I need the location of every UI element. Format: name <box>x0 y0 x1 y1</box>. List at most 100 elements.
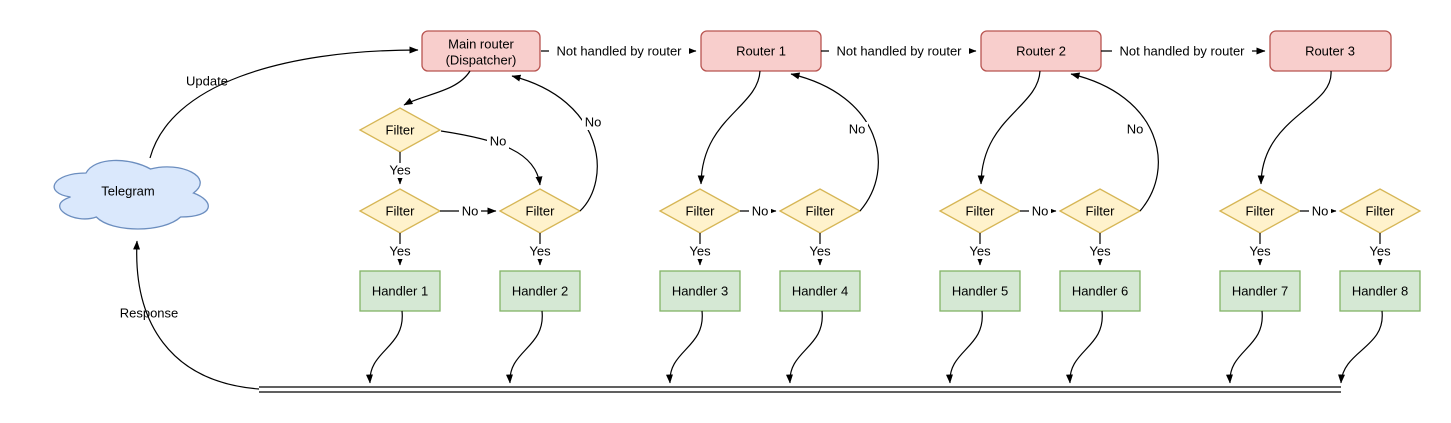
edge-labels: Update Response Not handled by router No… <box>120 43 1394 321</box>
main-router-label-line2: (Dispatcher) <box>446 53 517 68</box>
handler-box <box>779 270 861 312</box>
not-handled-label-1: Not handled by router <box>556 44 682 59</box>
filter-label: Filter <box>1246 204 1276 219</box>
filter-node-5: Filter <box>938 188 1022 234</box>
label-background <box>829 43 969 59</box>
filter-label: Filter <box>386 204 416 219</box>
router-3-node: Router 3 <box>1269 30 1392 72</box>
edge-return-no-router-2 <box>1070 72 1159 212</box>
handler-box <box>939 270 1021 312</box>
main-router-label-line1: Main router <box>448 37 514 52</box>
handler-box <box>659 270 741 312</box>
filter-diamond <box>1338 188 1422 234</box>
router-1-node: Router 1 <box>700 30 822 72</box>
label-background <box>1366 244 1394 259</box>
telegram-label: Telegram <box>101 184 154 199</box>
filter-label: Filter <box>966 204 996 219</box>
label-background <box>1086 244 1114 259</box>
filter-node-8: Filter <box>1338 188 1422 234</box>
router-2-label: Router 2 <box>1016 44 1066 59</box>
edge-handler-6-exit <box>1066 310 1103 384</box>
filter-node-7: Filter <box>1218 188 1302 234</box>
edge-router-3-down <box>1257 70 1332 185</box>
yes-label-top-filter: Yes <box>389 163 411 178</box>
label-background <box>1246 244 1274 259</box>
label-background <box>459 204 481 219</box>
handler-box <box>1219 270 1301 312</box>
yes-label-7: Yes <box>1249 244 1271 259</box>
label-background <box>846 122 868 137</box>
cloud-icon <box>53 159 209 230</box>
edge-router-1-down <box>697 70 761 185</box>
no-label-pair-2: No <box>752 204 769 219</box>
main-router-node: Main router (Dispatcher) <box>421 30 541 72</box>
handler-label: Handler 5 <box>952 284 1008 299</box>
yes-label-2: Yes <box>529 244 551 259</box>
edge-handler-1-exit <box>366 310 403 384</box>
filter-node-main-top: Filter <box>358 107 442 153</box>
label-background <box>966 244 994 259</box>
handler-node-1: Handler 1 <box>359 270 441 312</box>
filter-node-1: Filter <box>358 188 442 234</box>
no-label-return-router-2: No <box>1127 122 1144 137</box>
label-background <box>749 204 771 219</box>
handler-label: Handler 2 <box>512 284 568 299</box>
handler-box <box>1059 270 1141 312</box>
handler-box <box>1339 270 1421 312</box>
filter-node-2: Filter <box>498 188 582 234</box>
label-background <box>487 134 509 149</box>
no-label-pair-1: No <box>462 204 479 219</box>
handler-node-7: Handler 7 <box>1219 270 1301 312</box>
router-1-label: Router 1 <box>736 44 786 59</box>
filter-label: Filter <box>1366 204 1396 219</box>
edge-handler-2-exit <box>506 310 543 384</box>
yes-label-1: Yes <box>389 244 411 259</box>
edge-handler-7-exit <box>1226 310 1263 384</box>
filter-label: Filter <box>386 123 416 138</box>
edge-router-2-down <box>977 70 1041 185</box>
edge-handler-5-exit <box>946 310 983 384</box>
no-label-top-filter: No <box>490 134 507 149</box>
no-label-return-main: No <box>585 115 602 130</box>
edge-handler-8-exit <box>1338 310 1383 384</box>
edge-return-no-main <box>511 74 598 212</box>
telegram-cloud-node: Telegram <box>53 159 209 230</box>
filter-label: Filter <box>686 204 716 219</box>
filter-node-3: Filter <box>658 188 742 234</box>
edge-response <box>133 240 260 390</box>
label-background <box>549 43 689 59</box>
handler-node-2: Handler 2 <box>499 270 581 312</box>
main-router-box <box>421 30 541 72</box>
label-background <box>806 244 834 259</box>
update-label: Update <box>186 74 228 89</box>
label-background <box>1124 122 1146 137</box>
handler-node-5: Handler 5 <box>939 270 1021 312</box>
yes-label-8: Yes <box>1369 244 1391 259</box>
label-background <box>1309 204 1331 219</box>
label-background <box>386 163 414 178</box>
edge-main-router-down <box>403 70 471 106</box>
edge-return-no-router-1 <box>790 72 879 212</box>
not-handled-label-2: Not handled by router <box>836 44 962 59</box>
filter-label: Filter <box>1086 204 1116 219</box>
handler-label: Handler 1 <box>372 284 428 299</box>
yes-label-3: Yes <box>689 244 711 259</box>
router-2-node: Router 2 <box>980 30 1102 72</box>
filter-diamond <box>358 107 442 153</box>
edge-handler-3-exit <box>666 310 703 384</box>
handler-label: Handler 8 <box>1352 284 1408 299</box>
not-handled-label-3: Not handled by router <box>1119 44 1245 59</box>
label-background <box>1112 43 1252 59</box>
edges <box>133 46 1384 393</box>
handler-node-8: Handler 8 <box>1339 270 1421 312</box>
yes-label-4: Yes <box>809 244 831 259</box>
no-label-pair-4: No <box>1312 204 1329 219</box>
label-background <box>686 244 714 259</box>
filter-label: Filter <box>806 204 836 219</box>
handler-label: Handler 4 <box>792 284 848 299</box>
handler-label: Handler 7 <box>1232 284 1288 299</box>
edge-top-filter-no <box>440 130 543 186</box>
filter-node-6: Filter <box>1058 188 1142 234</box>
